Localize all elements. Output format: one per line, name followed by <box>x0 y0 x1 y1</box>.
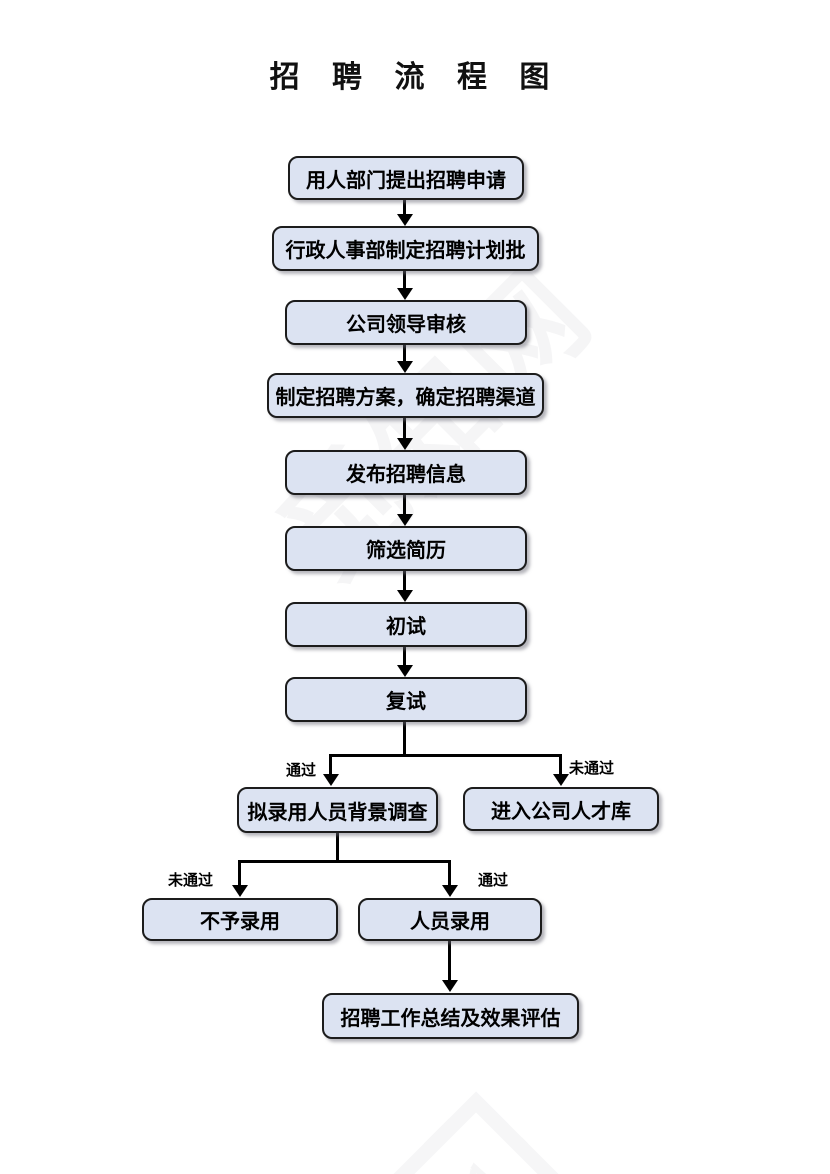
connector-stem <box>403 721 406 757</box>
node-second-interview: 复试 <box>285 677 527 722</box>
node-plan-channels: 制定招聘方案，确定招聘渠道 <box>267 373 544 418</box>
flow-arrow-pass <box>441 860 458 897</box>
edge-label-check-pass: 通过 <box>478 871 509 889</box>
edge-label-interview-pass: 通过 <box>286 761 317 779</box>
node-first-interview: 初试 <box>285 602 527 647</box>
connector-stem <box>336 832 339 863</box>
flow-arrow <box>441 940 458 992</box>
watermark-logo-char: 觅 <box>422 1142 529 1174</box>
connector-branch <box>238 860 450 863</box>
node-summary: 招聘工作总结及效果评估 <box>322 993 579 1039</box>
node-publish-info: 发布招聘信息 <box>285 450 527 495</box>
flow-arrow <box>396 344 413 373</box>
flow-arrow <box>396 270 413 300</box>
flow-arrow-fail <box>552 754 569 786</box>
node-hr-plan: 行政人事部制定招聘计划批 <box>272 226 539 271</box>
node-hire: 人员录用 <box>358 898 542 941</box>
flow-arrow <box>396 494 413 526</box>
node-leadership-review: 公司领导审核 <box>285 300 527 345</box>
node-recruitment-request: 用人部门提出招聘申请 <box>288 156 524 200</box>
edge-label-check-fail: 未通过 <box>168 871 214 889</box>
node-talent-pool: 进入公司人才库 <box>463 787 659 831</box>
edge-label-interview-fail: 未通过 <box>569 759 615 777</box>
node-background-check: 拟录用人员背景调查 <box>237 787 438 833</box>
connector-branch <box>330 754 561 757</box>
flow-arrow-fail <box>231 860 248 897</box>
flow-arrow-pass <box>322 754 339 786</box>
node-reject: 不予录用 <box>142 898 338 941</box>
watermark-logo: 觅 <box>371 1091 581 1174</box>
flow-arrow <box>396 646 413 677</box>
diagram-title: 招 聘 流 程 图 <box>269 60 561 95</box>
flow-arrow <box>396 199 413 226</box>
flow-arrow <box>396 417 413 450</box>
flow-arrow <box>396 570 413 602</box>
node-screen-resumes: 筛选简历 <box>285 526 527 571</box>
